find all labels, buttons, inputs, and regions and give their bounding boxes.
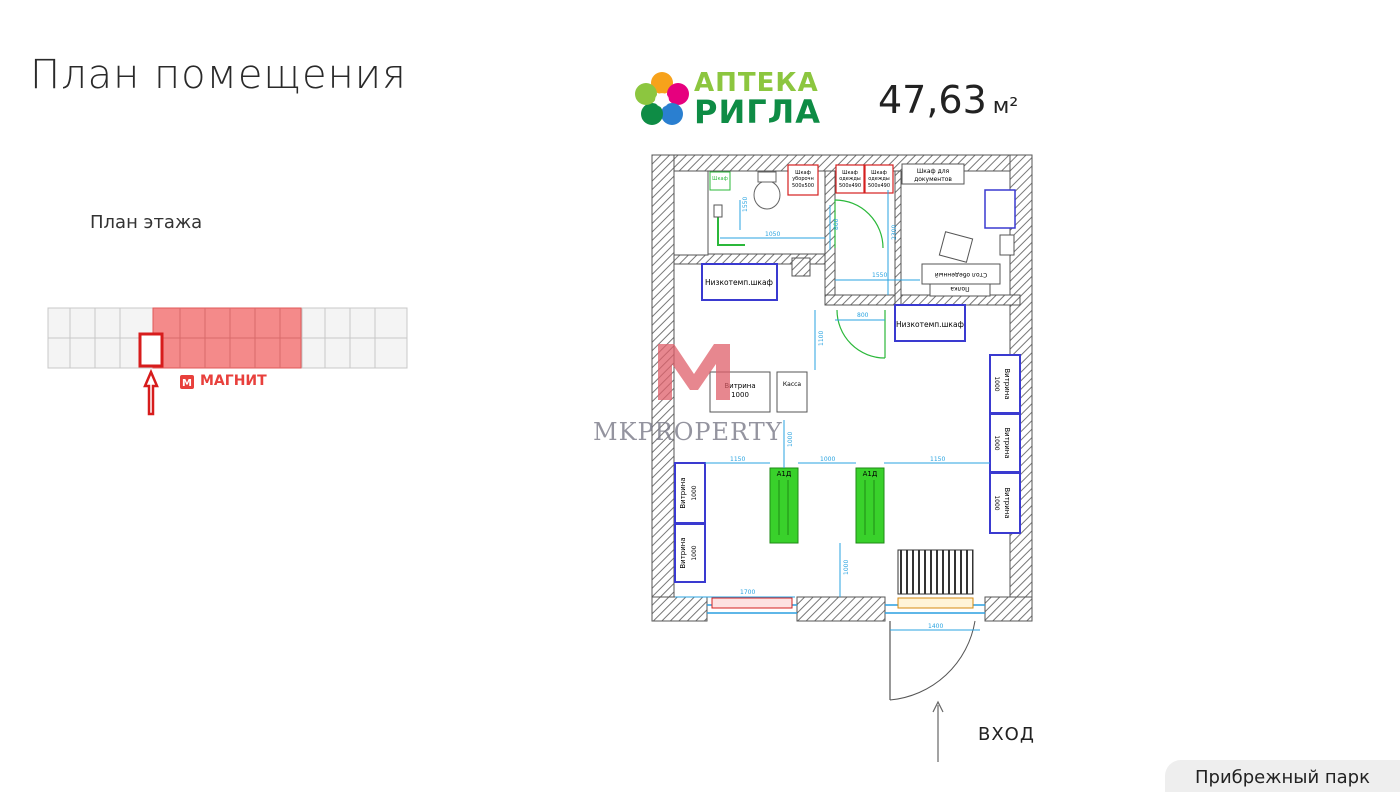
cabinet-clothes1-l1: Шкаф <box>842 170 858 176</box>
tenant-label: МАГНИТ <box>200 373 267 389</box>
showcase-right1-label: Витрина <box>1003 368 1011 399</box>
rigla-flower-icon <box>635 72 689 125</box>
fridge-center: Низкотемп.шкаф <box>894 304 966 342</box>
area-number: 47,63 <box>878 78 987 122</box>
cabinet-docs-l1: Шкаф для <box>917 168 950 175</box>
magnit-logo-icon <box>180 375 194 389</box>
showcase-left2-size: 1000 <box>691 545 698 560</box>
shelf: Полка <box>929 283 991 297</box>
showcase-right2-label: Витрина <box>1003 427 1011 458</box>
cabinet-cleaning-l2: уборочн <box>792 176 814 182</box>
island1-label: А1Д <box>777 470 792 478</box>
showcase-left-1: Витрина 1000 <box>674 462 706 524</box>
page-title: План помещения <box>30 52 407 98</box>
dim-800b: 800 <box>857 312 869 319</box>
dim-1150a: 1150 <box>730 456 745 463</box>
staff-cabinet-right <box>984 189 1016 229</box>
staff-sink <box>999 234 1015 256</box>
showcase-right2-size: 1000 <box>993 435 1000 450</box>
dim-1000c: 1000 <box>843 560 850 575</box>
showcase-left-2: Витрина 1000 <box>674 523 706 583</box>
logo-line2: РИГЛА <box>694 93 821 131</box>
cashier-label: Касса <box>783 381 802 388</box>
dimension-lines <box>675 190 990 631</box>
island-1: А1Д <box>769 467 799 544</box>
dim-800a: 800 <box>833 218 840 230</box>
cabinet-clothes2-l1: Шкаф <box>871 170 887 176</box>
floor-map: M <box>47 307 408 416</box>
cabinet-clothes1-l2: одежды <box>839 176 861 182</box>
door-arc-staff <box>834 199 884 249</box>
dim-1550: 1550 <box>742 197 749 212</box>
logo-line1: АПТЕКА <box>694 68 819 98</box>
entrance-arrow-icon <box>932 700 944 762</box>
cashier: Касса <box>776 371 808 413</box>
island2-label: А1Д <box>863 470 878 478</box>
showcase-center-label: Витрина <box>724 382 755 390</box>
entrance-label: ВХОД <box>978 724 1035 745</box>
radiator-left <box>711 597 793 609</box>
dim-1400: 1400 <box>928 623 943 630</box>
dim-1150b: 1150 <box>930 456 945 463</box>
showcase-left1-label: Витрина <box>679 477 687 508</box>
showcase-center-size: 1000 <box>731 391 749 399</box>
dim-1550b: 1550 <box>872 272 887 279</box>
dim-1000: 1000 <box>820 456 835 463</box>
door-arc-hall <box>836 309 886 359</box>
cabinet-clothes2-size: 500х490 <box>868 183 890 189</box>
rigla-logo-text: АПТЕКА РИГЛА <box>694 70 821 128</box>
watermark-logo-icon <box>658 344 730 400</box>
svg-text:M: M <box>182 378 192 389</box>
entrance-door-arc <box>889 620 976 701</box>
showcase-left1-size: 1000 <box>691 485 698 500</box>
cabinet-clothes-2: Шкаф одежды 500х490 <box>864 164 894 194</box>
fridge-left: Низкотемп.шкаф <box>701 263 778 301</box>
radiator-right <box>897 597 974 609</box>
watermark-text: MKPROPERTY <box>593 418 783 446</box>
dimension-labels: 1550 1050 800 2300 1550 800 1100 1150 10… <box>730 197 945 630</box>
cabinet-docs: Шкаф для документов <box>901 163 965 185</box>
area-unit: м² <box>992 94 1019 119</box>
shelf-label: Полка <box>950 285 970 292</box>
dim-1100: 1100 <box>818 331 825 346</box>
entrance-grate <box>897 549 974 595</box>
cabinet-clothes2-l2: одежды <box>868 176 890 182</box>
arrow-up-icon <box>143 368 159 416</box>
fridge-left-label: Низкотемп.шкаф <box>705 278 773 287</box>
storage-niche <box>673 170 709 256</box>
showcase-left2-label: Витрина <box>679 537 687 568</box>
floor-plan-label: План этажа <box>90 212 203 233</box>
floor-map-grid <box>47 307 408 369</box>
island-2: А1Д <box>855 467 885 544</box>
dim-1050: 1050 <box>765 231 780 238</box>
showcase-right1-size: 1000 <box>993 376 1000 391</box>
cabinet-cleaning: Шкаф уборочн 500х500 <box>787 164 819 196</box>
dining-table: Стол обеденный <box>921 263 1001 285</box>
dim-1700: 1700 <box>740 589 755 596</box>
cabinet-cleaning-l1: Шкаф <box>795 170 811 176</box>
desk-label: Стол обеденный <box>935 271 988 278</box>
showcase-right3-label: Витрина <box>1003 487 1011 518</box>
staff-chair <box>938 231 974 263</box>
location-label: Прибрежный парк <box>1165 760 1400 792</box>
premises-marker <box>138 332 164 368</box>
cabinet-cleaning-size: 500х500 <box>792 183 814 189</box>
dim-1000b: 1000 <box>787 432 794 447</box>
showcase-right3-size: 1000 <box>993 495 1000 510</box>
premises-plan: Шкаф Шкаф уборочн 500х500 Шкаф одежды 50… <box>651 154 1033 762</box>
small-cabinet-label: Шкаф <box>712 176 728 182</box>
fridge-center-label: Низкотемп.шкаф <box>896 320 964 329</box>
showcase-right-3: Витрина <box>989 472 1021 534</box>
wc-room: Шкаф <box>709 171 781 246</box>
cabinet-clothes-1: Шкаф одежды 500х490 <box>835 164 865 194</box>
cabinet-docs-l2: документов <box>914 176 952 183</box>
cabinet-clothes1-size: 500х490 <box>839 183 861 189</box>
dim-2300: 2300 <box>891 225 898 240</box>
